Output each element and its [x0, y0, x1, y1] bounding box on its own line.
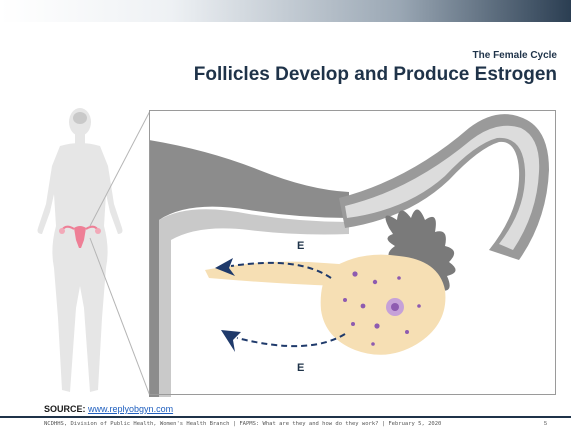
- slide-title: Follicles Develop and Produce Estrogen: [194, 64, 557, 86]
- estrogen-label-bottom: E: [297, 362, 304, 374]
- source-link[interactable]: www.replyobgyn.com: [88, 404, 173, 414]
- source-label: SOURCE:: [44, 404, 86, 414]
- brain-icon: [73, 112, 87, 124]
- top-gradient-bar: [0, 0, 571, 22]
- footer-text: NCDHHS, Division of Public Health, Women…: [44, 421, 441, 427]
- estrogen-label-top: E: [297, 240, 304, 252]
- body-silhouette-illustration: [18, 108, 138, 408]
- ovary-follicle-illustration: E E: [149, 110, 558, 397]
- page-number: 5: [544, 421, 547, 427]
- source-line: SOURCE: www.replyobgyn.com: [44, 404, 173, 414]
- slide-subtitle: The Female Cycle: [473, 50, 557, 61]
- footer-divider: [0, 416, 571, 418]
- body-silhouette: [38, 108, 123, 392]
